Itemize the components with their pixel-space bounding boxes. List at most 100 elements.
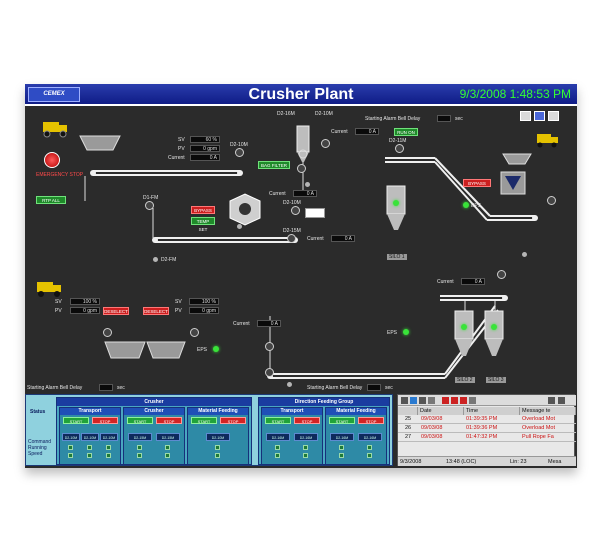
motor-icon-4[interactable] xyxy=(287,234,296,243)
alarm-footer-date: 9/3/2008 xyxy=(400,459,422,465)
material-led-2 xyxy=(215,453,220,458)
motor-icon-5[interactable] xyxy=(395,144,404,153)
alarm-row[interactable]: 25 09/03/08 01:39:35 PM Overload Mot xyxy=(398,416,576,424)
transport-cell-2: D2-10M xyxy=(81,433,99,441)
print-icon[interactable] xyxy=(548,111,559,121)
feeder-motor-2[interactable] xyxy=(190,328,199,337)
export-log-icon[interactable] xyxy=(548,397,555,404)
alarm-delay-unit-mid: sec xyxy=(385,385,393,391)
alarm-col-date[interactable]: Date xyxy=(418,407,464,415)
filter-icon[interactable] xyxy=(419,397,426,404)
hopper-2 xyxy=(502,153,532,165)
dust-tag-1: D2-16M xyxy=(277,111,295,117)
feeder-sv-value[interactable]: 100 % xyxy=(70,298,100,305)
crusher-led-3 xyxy=(137,453,142,458)
transport2-stop-button[interactable]: STOP xyxy=(294,417,320,424)
alarm-delay-input-left[interactable] xyxy=(99,384,113,391)
crusher-subgroup: Crusher START STOP D2-15M D2-15M xyxy=(123,407,185,465)
crusher-start-button[interactable]: START xyxy=(127,417,153,424)
feeder-sv2-value[interactable]: 100 % xyxy=(189,298,219,305)
motor-icon-6[interactable] xyxy=(547,196,556,205)
crusher-led-1 xyxy=(137,445,142,450)
rotary-valve-icon[interactable] xyxy=(297,164,306,173)
alarm-row[interactable]: 27 09/03/08 01:47:32 PM Pull Rope Fa xyxy=(398,434,576,442)
motor-icon-1[interactable] xyxy=(235,148,244,157)
alarm-footer-lines: Lin: 23 xyxy=(510,459,527,465)
acknowledge-icon[interactable] xyxy=(401,397,408,404)
alarm-footer-msg: Mesa xyxy=(548,459,562,465)
silo-1-status xyxy=(393,200,399,206)
direction-group: Direction Feeding Group Transport START … xyxy=(258,397,390,465)
feeder-pv2-value: 0 gpm xyxy=(189,307,219,314)
current-label-3: Current xyxy=(307,236,324,242)
alarm-row[interactable]: 26 09/03/08 01:39:36 PM Overload Mot xyxy=(398,425,576,433)
sv-value[interactable]: 60 % xyxy=(190,136,220,143)
dust-current-value: 0 A xyxy=(355,128,379,135)
motor-icon-8[interactable] xyxy=(265,368,274,377)
material-stop-button[interactable]: STOP xyxy=(220,417,246,424)
feeder-motor-1[interactable] xyxy=(103,328,112,337)
motor-icon-9[interactable] xyxy=(497,270,506,279)
material-start-button[interactable]: START xyxy=(191,417,217,424)
print-log-icon[interactable] xyxy=(558,397,565,404)
motor-icon-2[interactable] xyxy=(145,201,154,210)
settings-icon[interactable] xyxy=(534,111,545,121)
silo-1 xyxy=(386,185,406,230)
transport-led-5 xyxy=(87,453,92,458)
deselect-button-2[interactable]: DESELECT xyxy=(143,307,169,315)
sort-icon[interactable] xyxy=(428,397,435,404)
refresh-icon[interactable] xyxy=(410,397,417,404)
alarm-col-time[interactable]: Time xyxy=(464,407,520,415)
alarm-time: 01:39:36 PM xyxy=(466,425,498,431)
alarm-delay-input-top[interactable] xyxy=(437,115,451,122)
emergency-stop-button[interactable] xyxy=(44,152,60,168)
material2-title: Material Feeding xyxy=(326,408,386,415)
feeder-pv2-label: PV xyxy=(175,308,182,314)
crusher-stop-button[interactable]: STOP xyxy=(156,417,182,424)
feeder-sv-label: SV xyxy=(55,299,62,305)
motor-icon-7[interactable] xyxy=(265,342,274,351)
sensor-dot-5 xyxy=(287,382,292,387)
transport2-start-button[interactable]: START xyxy=(265,417,291,424)
alarm-date: 09/03/08 xyxy=(421,434,443,440)
status-panel: Status Command Running Speed Crusher Tra… xyxy=(25,394,393,466)
flag-icon-1[interactable] xyxy=(442,397,449,404)
alarm-col-msg[interactable]: Message te xyxy=(520,407,576,415)
status-row-label: Status xyxy=(30,409,46,415)
delete-icon[interactable] xyxy=(469,397,476,404)
dust-current-label: Current xyxy=(331,129,348,135)
transport-stop-button[interactable]: STOP xyxy=(92,417,118,424)
running-button[interactable]: RUN ON xyxy=(394,128,418,136)
material2-led-4 xyxy=(367,453,372,458)
alarm-delay-label-left: Starting Alarm Bell Delay xyxy=(27,385,83,391)
setpoint-input[interactable] xyxy=(305,208,325,218)
clock-readout: 9/3/2008 1:48:53 PM xyxy=(459,87,571,101)
bag-filter-button[interactable]: BAG FILTER xyxy=(258,161,290,169)
silo-3 xyxy=(484,310,504,356)
material2-start-button[interactable]: START xyxy=(329,417,355,424)
flag-icon-2[interactable] xyxy=(451,397,458,404)
deselect-button-1[interactable]: DESELECT xyxy=(103,307,129,315)
export-icon[interactable] xyxy=(520,111,531,121)
eps-status-1 xyxy=(463,202,469,208)
transport2-led-4 xyxy=(303,453,308,458)
command-row-label: Command Running Speed xyxy=(28,439,52,457)
process-diagram xyxy=(37,122,558,379)
alarm-delay-input-mid[interactable] xyxy=(367,384,381,391)
temp-set-button[interactable]: TEMP SET xyxy=(191,217,215,232)
motor-icon-3[interactable] xyxy=(291,206,300,215)
title-bar: CEMEX Crusher Plant 9/3/2008 1:48:53 PM xyxy=(25,84,577,106)
bypass-button-2[interactable]: BYPASS xyxy=(463,179,491,187)
material-led-1 xyxy=(215,445,220,450)
flag-icon-3[interactable] xyxy=(460,397,467,404)
bypass-button-1[interactable]: BYPASS xyxy=(191,206,215,214)
feeder-pv-value: 0 gpm xyxy=(70,307,100,314)
hopper-1 xyxy=(79,135,121,151)
rtp-all-button[interactable]: RTP ALL xyxy=(36,196,66,204)
alarm-footer-time: 13:48 (LOC) xyxy=(446,459,477,465)
fan-icon[interactable] xyxy=(321,139,330,148)
transport-start-button[interactable]: START xyxy=(63,417,89,424)
material2-stop-button[interactable]: STOP xyxy=(358,417,384,424)
alarm-log-panel: Date Time Message te 25 09/03/08 01:39:3… xyxy=(397,394,576,466)
transport2-subgroup: Transport START STOP D2-16M D2-16M xyxy=(261,407,323,465)
